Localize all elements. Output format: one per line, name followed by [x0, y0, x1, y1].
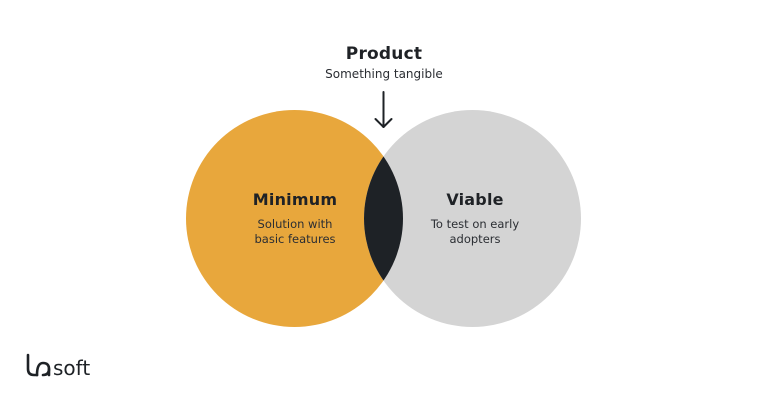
- logo-text: soft: [53, 356, 90, 379]
- product-subtitle: Something tangible: [325, 67, 443, 81]
- lasoft-logo: soft: [25, 349, 107, 383]
- minimum-label: Minimum Solution with basic features: [215, 190, 375, 247]
- arrow-down-icon: [374, 91, 393, 128]
- minimum-desc-line1: Solution with: [257, 217, 333, 231]
- viable-desc-line2: adopters: [449, 232, 501, 246]
- viable-label: Viable To test on early adopters: [395, 190, 555, 247]
- viable-circle: [364, 110, 581, 327]
- product-header: Product Something tangible: [284, 44, 484, 82]
- minimum-desc-line2: basic features: [254, 232, 336, 246]
- minimum-title: Minimum: [252, 190, 338, 209]
- minimum-circle: [186, 110, 403, 327]
- product-title: Product: [345, 44, 423, 64]
- lasoft-logo-icon: soft: [26, 353, 90, 380]
- viable-title: Viable: [446, 190, 504, 209]
- viable-desc-line1: To test on early: [430, 217, 520, 231]
